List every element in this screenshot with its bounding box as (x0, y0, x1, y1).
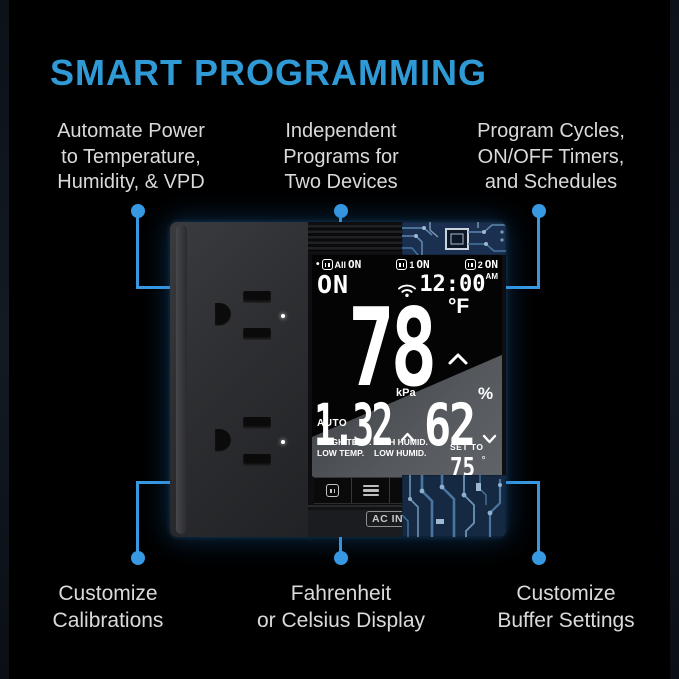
outlet-button[interactable] (314, 478, 353, 503)
mode-label: AUTO (317, 418, 348, 429)
outlet-icon (321, 259, 333, 270)
callout-fahrenheit-celsius: Fahrenheit or Celsius Display (235, 580, 447, 634)
power-outlet-2 (215, 414, 275, 472)
connector-line (136, 481, 139, 554)
set-to-label: SET TO (450, 442, 484, 452)
left-edge-bar (0, 0, 9, 679)
callout-line: and Schedules (484, 171, 618, 193)
callout-line: to Temperature, (61, 145, 201, 168)
callout-line: Customize (516, 582, 616, 605)
callout-line: Automate Power (57, 120, 205, 142)
outlet-slot (243, 454, 271, 466)
callout-line: Customize (58, 582, 158, 605)
connector-line (339, 211, 342, 225)
ground-hole (215, 303, 231, 326)
connector-line (503, 481, 540, 484)
clock: 12:00AM (419, 272, 498, 297)
connector-line (537, 211, 540, 289)
outlet-status-row: • All ON 1 ON 2 ON (316, 258, 498, 271)
callout-line: Humidity, & VPD (57, 171, 205, 193)
bullet: • (317, 437, 321, 448)
callout-independent-programs: Independent Programs for Two Devices (235, 119, 447, 196)
outlet-slot (243, 417, 271, 429)
outlet-state: ON (484, 258, 498, 271)
vpd-unit: kPa (396, 387, 416, 399)
page-title: SMART PROGRAMMING (50, 52, 487, 93)
callout-line: Programs for (283, 145, 399, 168)
callout-buffer-settings: Customize Buffer Settings (460, 580, 672, 634)
humidity-unit: % (478, 384, 494, 403)
humidity-value: 62 (424, 391, 476, 459)
callout-line: Program Cycles, (477, 120, 625, 142)
outlet-status-all: • All ON (316, 258, 361, 271)
alert-high-humid: HIGH HUMID. (374, 437, 428, 447)
outlet-slot (243, 291, 271, 303)
chevron-up-icon (400, 429, 415, 447)
outlet-1-led (281, 314, 285, 318)
outlet-state: ON (348, 258, 362, 271)
circuit-board-texture-bottom (402, 475, 506, 537)
set-to-readout: SET TO 75 ° (450, 437, 486, 477)
temperature-value: 78 (348, 286, 437, 411)
outlet-icon (464, 259, 476, 270)
callout-program-cycles: Program Cycles, ON/OFF Timers, and Sched… (445, 119, 657, 196)
right-edge-bar (670, 0, 679, 679)
alert-low-temp: LOW TEMP. (317, 447, 365, 458)
chevron-down-icon (482, 431, 497, 449)
callout-line: Buffer Settings (497, 609, 635, 632)
connector-dot (532, 551, 546, 565)
outlet-label: 1 (409, 259, 415, 270)
connector-line (136, 481, 173, 484)
callout-line: Independent (285, 120, 397, 142)
ground-hole (215, 429, 231, 452)
time-value: 12:00 (419, 272, 486, 297)
callout-line: or Celsius Display (256, 609, 426, 632)
outlet-panel (170, 222, 308, 537)
callout-customize-calibrations: Customize Calibrations (2, 580, 214, 634)
bullet: • (316, 258, 320, 270)
vpd-value: 1.32 (314, 391, 393, 459)
menu-button[interactable] (352, 478, 391, 503)
lcd-screen: • All ON 1 ON 2 ON (312, 255, 502, 477)
degree-mark: ° (481, 455, 486, 467)
temp-alerts: • HIGH TEMP. LOW TEMP. (317, 437, 371, 458)
callout-line: ON/OFF Timers, (477, 145, 625, 168)
outlet-status-2: 2 ON (464, 258, 498, 271)
alert-high-temp: HIGH TEMP. (322, 437, 372, 447)
outlet-status-1: 1 ON (396, 258, 430, 271)
outlet-icon (396, 259, 408, 270)
wifi-icon (397, 282, 418, 303)
humid-alerts: HIGH HUMID. LOW HUMID. (374, 437, 428, 458)
connector-dot (131, 551, 145, 565)
callout-line: Calibrations (52, 609, 164, 632)
connector-dot (334, 551, 348, 565)
menu-icon (362, 484, 379, 497)
temperature-unit: °F (448, 295, 470, 318)
outlet-slot (243, 328, 271, 340)
outlet-2-led (281, 440, 285, 444)
connector-line (136, 286, 173, 289)
chevron-up-icon (447, 352, 469, 371)
outlet-state: ON (416, 258, 430, 271)
power-state: ON (317, 270, 350, 299)
callout-automate-power: Automate Power to Temperature, Humidity,… (25, 119, 237, 196)
outlet-label: 2 (477, 259, 483, 270)
outlet-label: All (334, 259, 347, 270)
callout-line: Two Devices (284, 171, 398, 193)
display-panel: • All ON 1 ON 2 ON (308, 222, 506, 537)
connector-line (339, 535, 342, 554)
connector-line (537, 481, 540, 554)
alert-low-humid: LOW HUMID. (374, 447, 427, 458)
smart-controller-device: • All ON 1 ON 2 ON (170, 222, 506, 537)
circuit-board-texture-top (402, 222, 506, 255)
meridiem: AM (485, 272, 498, 281)
connector-line (136, 211, 139, 289)
power-outlet-1 (215, 288, 275, 346)
callout-line: Fahrenheit (290, 582, 392, 605)
connector-line (503, 286, 540, 289)
set-to-value: 75 (450, 453, 476, 477)
outlet-icon (326, 484, 340, 497)
